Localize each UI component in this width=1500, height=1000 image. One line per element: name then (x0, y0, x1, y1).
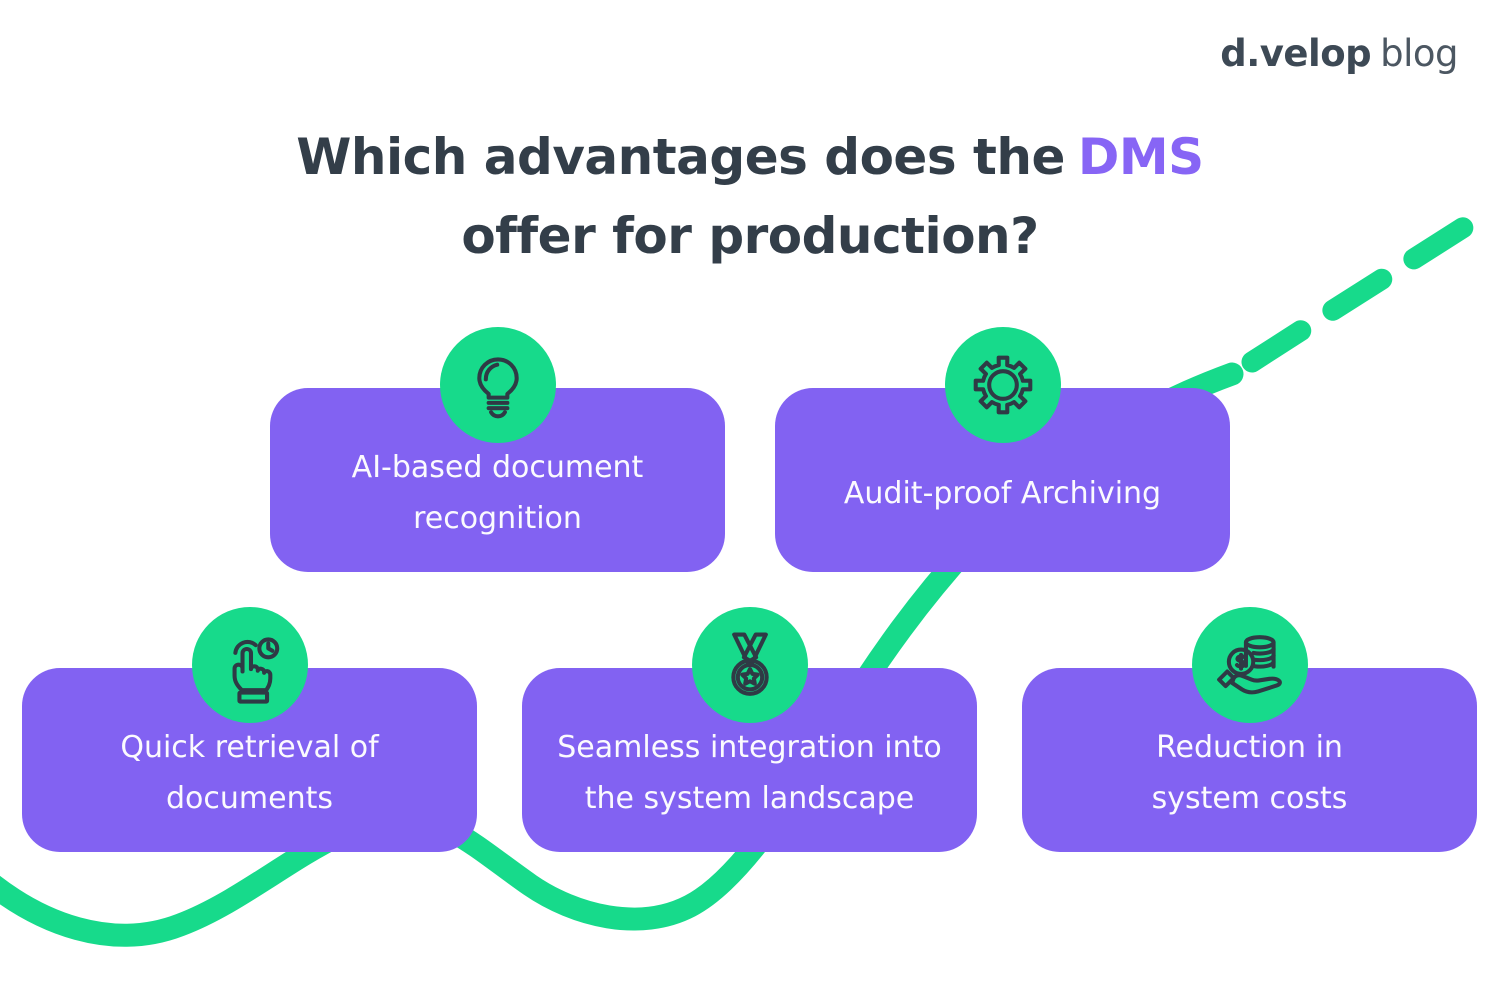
card-quick-retrieval: Quick retrieval of documents (22, 607, 477, 852)
medal-icon-glyph (730, 632, 769, 696)
title-prefix: Which advantages does the (296, 128, 1065, 186)
card-label: Reduction in system costs (1151, 730, 1348, 816)
title-line-2: offer for production? (461, 207, 1039, 265)
gear-icon (944, 327, 1061, 443)
lightbulb-icon-glyph (476, 357, 519, 419)
card-audit-proof-archiving: Audit-proof Archiving (775, 327, 1230, 572)
card-ai-document-recognition: AI-based document recognition (270, 327, 725, 572)
tap-clock-icon-glyph (232, 637, 279, 704)
title-highlight: DMS (1077, 128, 1204, 186)
tap-clock-icon (191, 607, 308, 723)
logo-suffix: blog (1380, 32, 1458, 75)
coins-hand-icon (1191, 607, 1308, 723)
logo-brand: d.velop (1220, 32, 1372, 75)
growth-curve-dashed (1241, 202, 1497, 373)
gear-icon-glyph (973, 355, 1032, 415)
coins-hand-icon-glyph (1216, 635, 1282, 695)
card-label: AI-based document recognition (351, 450, 644, 536)
card-label: Quick retrieval of documents (120, 730, 379, 816)
card-cost-reduction: Reduction in system costs (1022, 607, 1477, 852)
card-label: Audit-proof Archiving (843, 475, 1162, 511)
card-seamless-integration: Seamless integration into the system lan… (522, 607, 977, 852)
card-label: Seamless integration into the system lan… (557, 730, 942, 816)
lightbulb-icon (439, 327, 556, 443)
medal-icon (691, 607, 808, 723)
